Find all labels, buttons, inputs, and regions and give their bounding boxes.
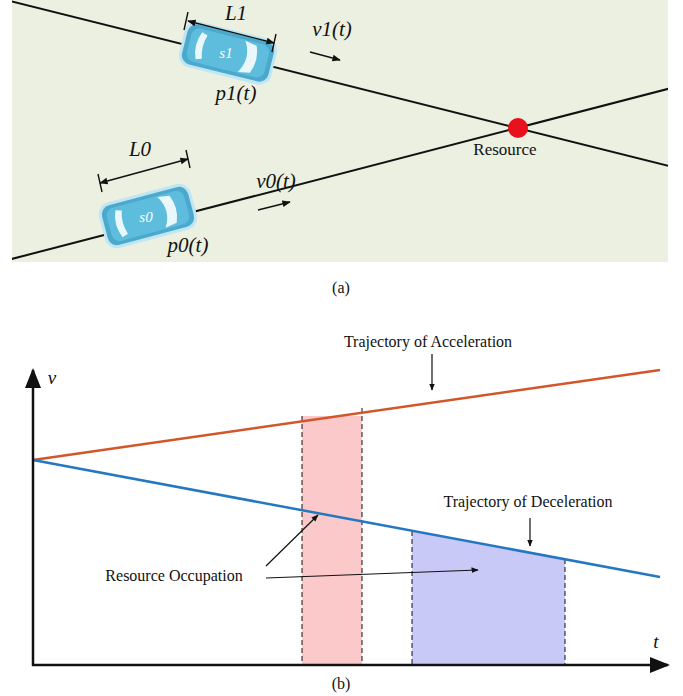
- leader-line: [266, 354, 530, 578]
- car-label: s1: [219, 45, 232, 62]
- velocity-label: v0(t): [256, 170, 296, 193]
- roads: [12, 0, 668, 262]
- occupation-region: [302, 416, 362, 665]
- resource-dot: [508, 118, 528, 138]
- dimension-label: L0: [129, 138, 151, 161]
- acceleration-line: [33, 370, 660, 460]
- panel-label: (a): [332, 279, 350, 297]
- curve-label: Trajectory of Acceleration: [344, 333, 512, 351]
- v-axis: [32, 370, 35, 666]
- velocity-label: v1(t): [312, 18, 352, 41]
- car-symbol: [178, 21, 278, 86]
- resource-label: Resource: [473, 141, 536, 160]
- position-label: p0(t): [168, 234, 209, 257]
- car-label: s0: [139, 209, 152, 226]
- axis-label: v: [48, 368, 56, 389]
- t-axis: [32, 664, 668, 667]
- scene-ground: [12, 0, 668, 262]
- deceleration-line: [33, 460, 660, 577]
- velocity-arrow: [258, 202, 290, 210]
- curve-label: Trajectory of Deceleration: [443, 493, 612, 511]
- dimension-label: L1: [225, 2, 247, 25]
- region-border: [302, 408, 565, 665]
- velocity-arrow: [310, 52, 340, 60]
- occupation-region: [412, 531, 565, 665]
- panel-label: (b): [332, 675, 351, 693]
- axis-label: t: [653, 632, 658, 653]
- position-label: p1(t): [216, 82, 257, 105]
- region-label: Resource Occupation: [105, 567, 242, 585]
